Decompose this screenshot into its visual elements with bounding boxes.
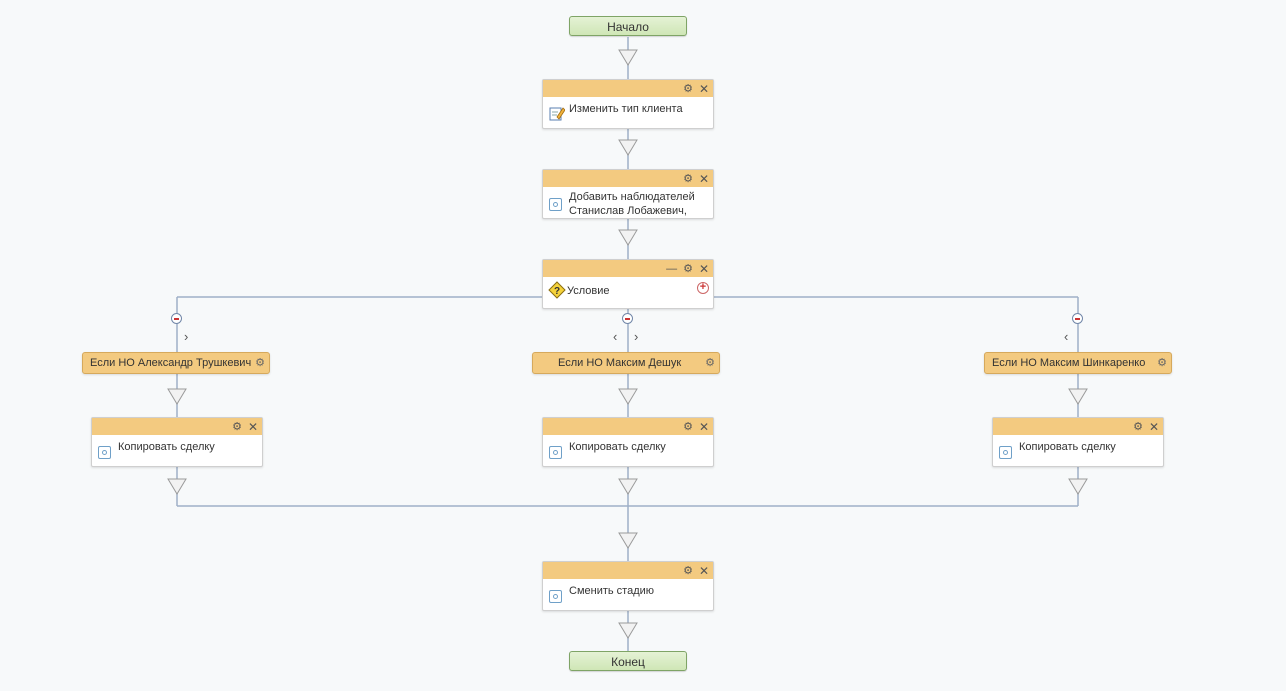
activity-icon bbox=[549, 198, 562, 211]
activity-icon bbox=[98, 446, 111, 459]
close-icon[interactable]: ✕ bbox=[698, 261, 709, 276]
block-header: ⚙ ✕ bbox=[92, 418, 262, 435]
chevron-right-icon[interactable]: › bbox=[634, 329, 639, 344]
block-title: Копировать сделку bbox=[569, 441, 666, 453]
gear-icon[interactable]: ⚙ bbox=[683, 262, 693, 275]
gear-icon[interactable]: ⚙ bbox=[683, 564, 693, 577]
arrow-icon bbox=[618, 229, 638, 246]
block-header: ⚙ ✕ bbox=[543, 80, 713, 97]
gear-icon[interactable]: ⚙ bbox=[232, 420, 242, 433]
branch-header-1[interactable]: Если НО Александр Трушкевич ⚙ bbox=[82, 352, 270, 374]
activity-icon bbox=[999, 446, 1012, 459]
arrow-icon bbox=[618, 622, 638, 639]
branch-header-2[interactable]: Если НО Максим Дешук ⚙ bbox=[532, 352, 720, 374]
gear-icon[interactable]: ⚙ bbox=[683, 82, 693, 95]
block-header: ⚙ ✕ bbox=[543, 170, 713, 187]
branch-label: Если НО Александр Трушкевич bbox=[90, 357, 252, 369]
chevron-left-icon[interactable]: ‹ bbox=[1064, 329, 1069, 344]
branch-label: Если НО Максим Шинкаренко bbox=[992, 357, 1146, 369]
close-icon[interactable]: ✕ bbox=[698, 419, 709, 434]
condition-icon: ? bbox=[548, 281, 566, 299]
close-icon[interactable]: ✕ bbox=[247, 419, 258, 434]
gear-icon[interactable]: ⚙ bbox=[705, 357, 715, 369]
activity-icon bbox=[549, 590, 562, 603]
minus-icon[interactable]: — bbox=[666, 262, 678, 275]
gear-icon[interactable]: ⚙ bbox=[683, 420, 693, 433]
chevron-left-icon[interactable]: ‹ bbox=[613, 329, 618, 344]
arrow-icon bbox=[1068, 478, 1088, 495]
activity-icon bbox=[549, 446, 562, 459]
arrow-icon bbox=[167, 478, 187, 495]
block-header: — ⚙ ✕ bbox=[543, 260, 713, 277]
svg-text:?: ? bbox=[554, 286, 560, 297]
block-title: Изменить тип клиента bbox=[569, 103, 683, 115]
block-title: Добавить наблюдателей Станислав Лобажеви… bbox=[569, 191, 695, 217]
block-title: Сменить стадию bbox=[569, 585, 655, 597]
arrow-icon bbox=[1068, 388, 1088, 405]
gear-icon[interactable]: ⚙ bbox=[683, 172, 693, 185]
arrow-icon bbox=[618, 139, 638, 156]
arrow-icon bbox=[618, 388, 638, 405]
activity-change-client-type[interactable]: ⚙ ✕ Изменить тип клиента bbox=[542, 79, 714, 129]
block-title: Условие bbox=[567, 285, 610, 297]
activity-copy-deal-3[interactable]: ⚙ ✕ Копировать сделку bbox=[992, 417, 1164, 467]
end-node[interactable]: Конец bbox=[569, 651, 687, 671]
activity-copy-deal-2[interactable]: ⚙ ✕ Копировать сделку bbox=[542, 417, 714, 467]
activity-add-observers[interactable]: ⚙ ✕ Добавить наблюдателей Станислав Лоба… bbox=[542, 169, 714, 219]
remove-branch-icon[interactable] bbox=[622, 313, 633, 324]
arrow-icon bbox=[167, 388, 187, 405]
close-icon[interactable]: ✕ bbox=[698, 563, 709, 578]
gear-icon[interactable]: ⚙ bbox=[255, 357, 265, 369]
edit-document-icon bbox=[549, 107, 565, 121]
block-header: ⚙ ✕ bbox=[993, 418, 1163, 435]
block-header: ⚙ ✕ bbox=[543, 418, 713, 435]
remove-branch-icon[interactable] bbox=[171, 313, 182, 324]
block-header: ⚙ ✕ bbox=[543, 562, 713, 579]
block-title: Копировать сделку bbox=[1019, 441, 1116, 453]
start-node[interactable]: Начало bbox=[569, 16, 687, 36]
arrow-icon bbox=[618, 478, 638, 495]
close-icon[interactable]: ✕ bbox=[698, 171, 709, 186]
condition-block[interactable]: — ⚙ ✕ ? Условие + bbox=[542, 259, 714, 309]
plus-icon[interactable]: + bbox=[697, 282, 709, 294]
branch-header-3[interactable]: Если НО Максим Шинкаренко ⚙ bbox=[984, 352, 1172, 374]
gear-icon[interactable]: ⚙ bbox=[1157, 357, 1167, 369]
gear-icon[interactable]: ⚙ bbox=[1133, 420, 1143, 433]
block-title: Копировать сделку bbox=[118, 441, 215, 453]
arrow-icon bbox=[618, 532, 638, 549]
close-icon[interactable]: ✕ bbox=[1148, 419, 1159, 434]
remove-branch-icon[interactable] bbox=[1072, 313, 1083, 324]
arrow-icon bbox=[618, 49, 638, 66]
activity-copy-deal-1[interactable]: ⚙ ✕ Копировать сделку bbox=[91, 417, 263, 467]
chevron-right-icon[interactable]: › bbox=[184, 329, 189, 344]
activity-change-stage[interactable]: ⚙ ✕ Сменить стадию bbox=[542, 561, 714, 611]
branch-label: Если НО Максим Дешук bbox=[558, 357, 682, 369]
close-icon[interactable]: ✕ bbox=[698, 81, 709, 96]
